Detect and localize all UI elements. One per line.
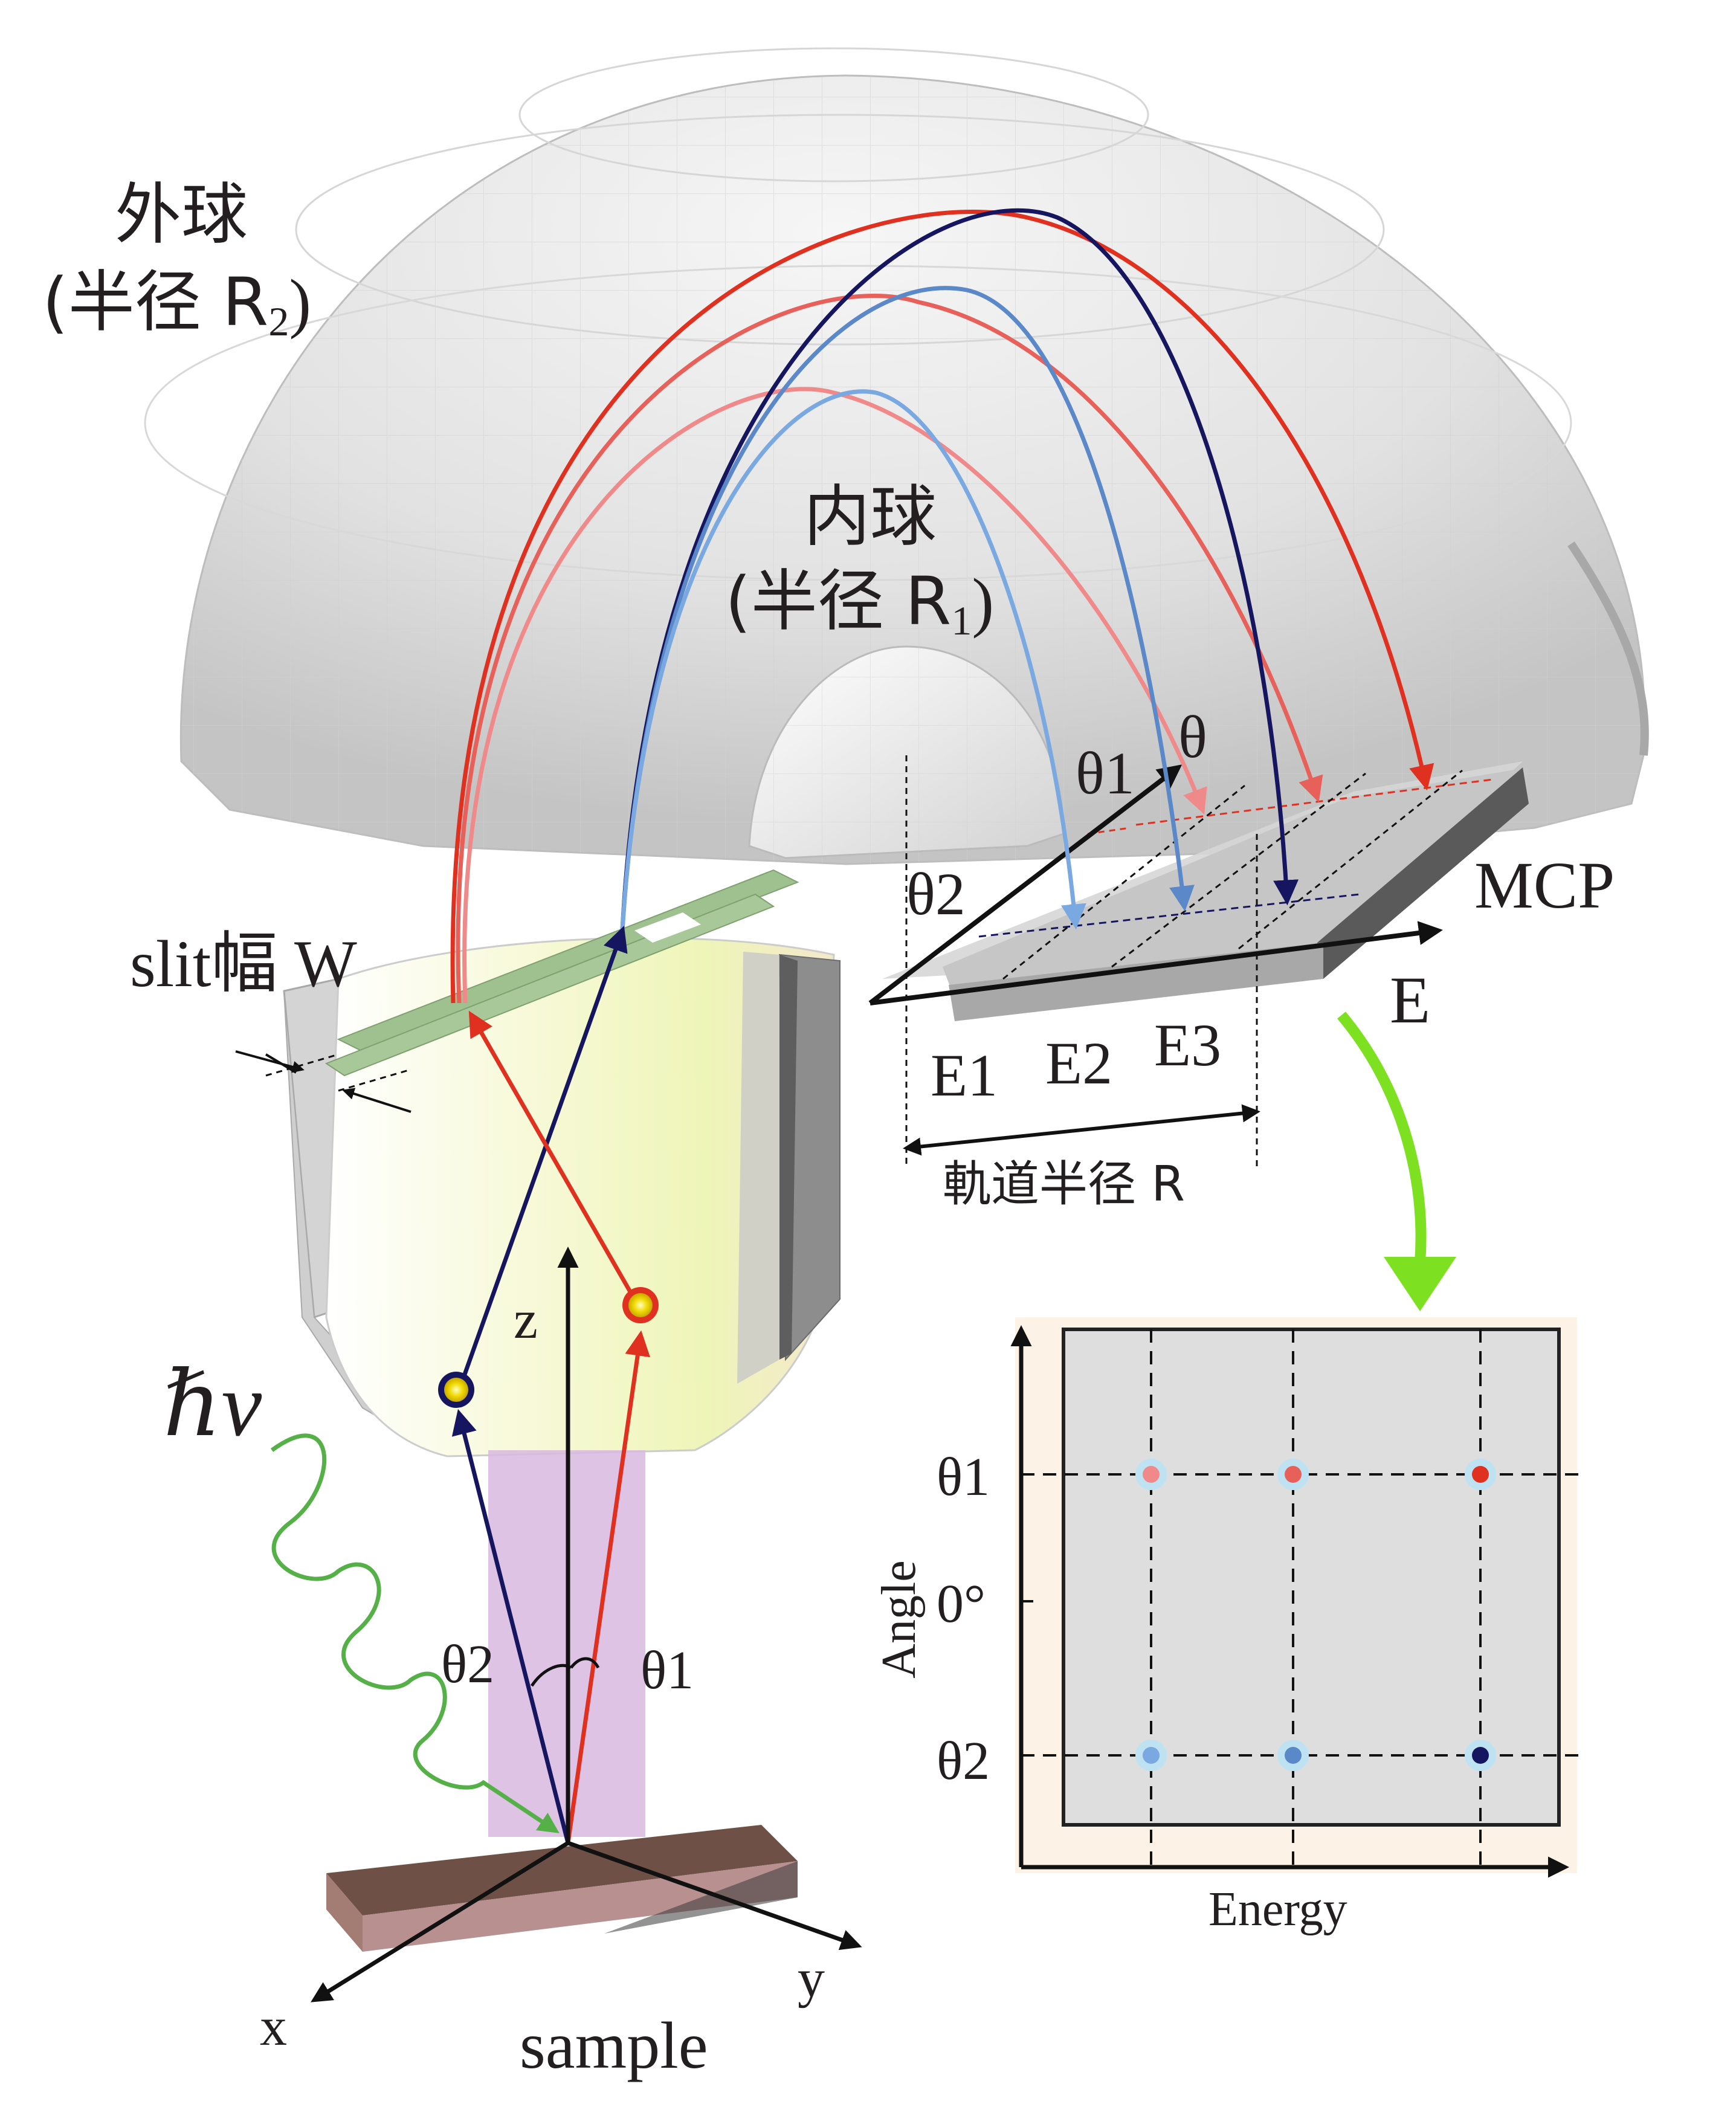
trajectory-blue-2	[620, 286, 1195, 931]
inner-radius-sub: 1	[951, 598, 972, 644]
slit-width-label: slit幅 W	[130, 927, 357, 1001]
inner-sphere-label: 内球	[804, 478, 937, 555]
inner-radius-text: (半径 R	[725, 563, 952, 640]
energy-e1-label: E1	[931, 1042, 998, 1109]
y-axis-label: y	[798, 1949, 825, 2009]
energy-e3-label: E3	[1154, 1012, 1222, 1079]
outer-radius-text: (半径 R	[42, 263, 269, 341]
plot-y-label: Angle	[872, 1560, 926, 1679]
plot-spot-theta1-e1	[1135, 1459, 1167, 1490]
plot-spot-theta2-e1	[1135, 1740, 1167, 1771]
readout-arrow	[1337, 1012, 1456, 1311]
sample-label: sample	[520, 2009, 708, 2082]
emission-paths	[451, 926, 651, 1844]
plot-tick-theta2: θ2	[937, 1731, 990, 1791]
photon-wave	[270, 1433, 560, 1833]
mcp-theta1-label: θ1	[1076, 740, 1135, 807]
plot-spot-theta2-e2	[1277, 1740, 1309, 1771]
x-axis-label: x	[260, 1997, 287, 2057]
energy-axis-label: E	[1390, 963, 1431, 1037]
theta-axis-label: θ	[1178, 703, 1207, 770]
outer-radius-close: )	[289, 266, 312, 340]
electron-trajectories	[450, 208, 1434, 1004]
inner-radius-close: )	[972, 565, 995, 639]
outer-radius-label: (半径 R2)	[42, 269, 311, 342]
trajectory-blue-3	[620, 389, 1086, 931]
mcp-label: MCP	[1474, 848, 1615, 922]
trajectory-blue-1	[620, 208, 1299, 931]
photon-label: ℏν	[163, 1355, 262, 1455]
electron-blue	[438, 1372, 474, 1408]
plot-spot-theta1-e3	[1465, 1459, 1496, 1490]
lens-column	[283, 937, 841, 1457]
plot-tick-theta1: θ1	[937, 1447, 990, 1507]
sample-plate	[326, 1825, 798, 1952]
sample-theta1-label: θ1	[641, 1641, 694, 1700]
sample-theta2-label: θ2	[441, 1634, 495, 1694]
coordinate-axes	[311, 1247, 862, 2002]
inner-radius-label: (半径 R1)	[725, 568, 994, 641]
plot-spot-theta1-e2	[1277, 1459, 1309, 1490]
orbit-radius-label: 軌道半径 R	[943, 1156, 1186, 1212]
trajectory-red-3	[462, 387, 1207, 1004]
plot-x-label: Energy	[1208, 1883, 1347, 1936]
angle-energy-plot	[1010, 1317, 1583, 1878]
energy-e2-label: E2	[1045, 1030, 1113, 1097]
mcp-theta2-label: θ2	[906, 860, 966, 928]
trajectory-red-2	[456, 294, 1323, 1004]
slit-plate	[235, 869, 799, 1113]
electron-red	[622, 1287, 659, 1323]
mcp-detector	[868, 755, 1529, 1166]
outer-radius-sub: 2	[268, 298, 289, 345]
outer-sphere-label: 外球	[115, 176, 248, 253]
outer-sphere	[144, 47, 1649, 865]
plot-tick-zero: 0°	[937, 1574, 986, 1634]
trajectory-red-1	[450, 210, 1434, 1004]
z-axis-label: z	[514, 1290, 538, 1350]
plot-spot-theta2-e3	[1465, 1740, 1496, 1771]
inner-sphere	[748, 645, 1065, 859]
